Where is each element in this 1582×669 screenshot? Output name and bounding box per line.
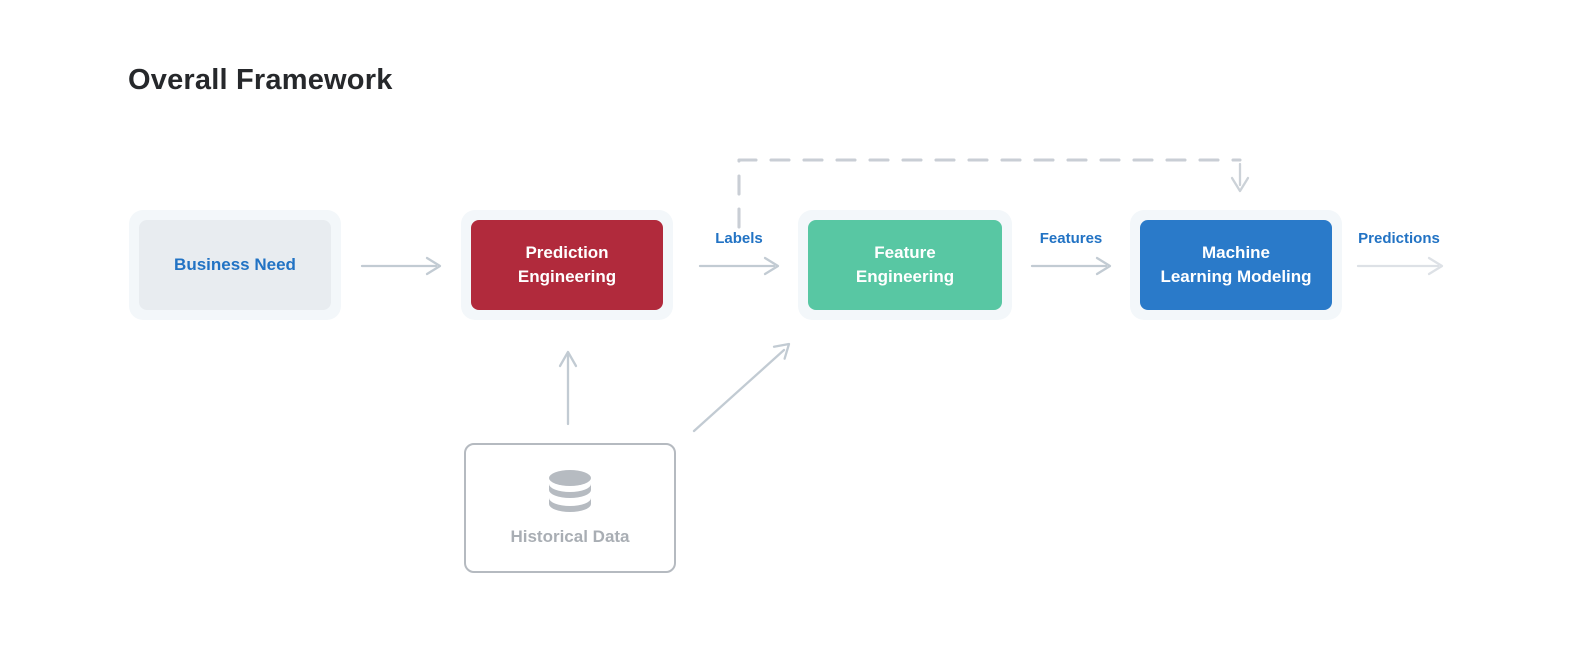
node-prediction-engineering: Prediction Engineering — [461, 210, 673, 320]
arrow-business-to-prediction — [360, 256, 442, 276]
machine-learning-modeling-box: Machine Learning Modeling — [1140, 220, 1332, 310]
feature-engineering-box: Feature Engineering — [808, 220, 1002, 310]
historical-data-label: Historical Data — [510, 527, 630, 546]
prediction-engineering-label-line1: Prediction — [525, 243, 609, 262]
business-need-label: Business Need — [174, 255, 296, 274]
edge-label-labels: Labels — [715, 230, 763, 247]
page-title: Overall Framework — [128, 64, 393, 96]
edge-label-predictions: Predictions — [1358, 230, 1440, 247]
business-need-box: Business Need — [139, 220, 331, 310]
prediction-engineering-box: Prediction Engineering — [471, 220, 663, 310]
database-icon — [549, 470, 591, 512]
arrow-historical-to-feature — [692, 342, 791, 433]
arrow-feature-to-ml — [1030, 256, 1112, 276]
node-machine-learning-modeling: Machine Learning Modeling — [1130, 210, 1342, 320]
feature-engineering-label-line1: Feature — [874, 243, 936, 262]
node-business-need: Business Need — [129, 210, 341, 320]
node-historical-data: Historical Data — [464, 443, 676, 573]
node-feature-engineering: Feature Engineering — [798, 210, 1012, 320]
edge-label-features: Features — [1039, 230, 1103, 247]
machine-learning-modeling-label-line1: Machine — [1201, 243, 1271, 262]
feature-engineering-label-line2: Engineering — [855, 267, 955, 286]
machine-learning-modeling-label-line2: Learning Modeling — [1160, 267, 1312, 286]
arrow-ml-to-output — [1356, 256, 1444, 276]
arrow-historical-to-prediction — [558, 350, 578, 426]
prediction-engineering-label-line2: Engineering — [517, 267, 617, 286]
arrow-prediction-to-feature — [698, 256, 780, 276]
